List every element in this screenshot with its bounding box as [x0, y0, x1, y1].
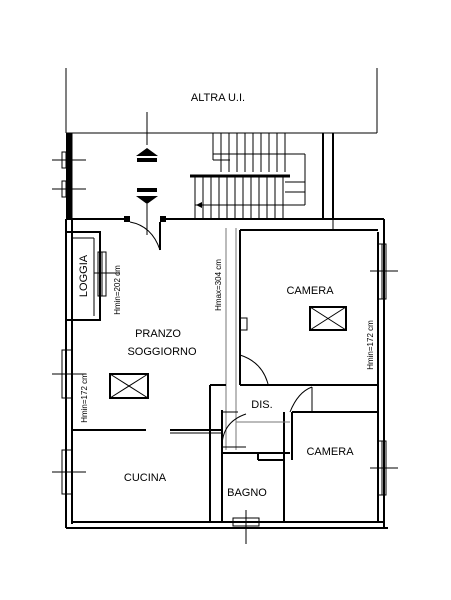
entrance-door	[124, 216, 166, 251]
room-camera-top: CAMERA Hmin=172 cm	[240, 243, 398, 386]
stair-direction-arrow	[196, 202, 212, 208]
label-pranzo: PRANZO	[135, 328, 181, 340]
window-soggiorno	[52, 349, 86, 399]
window-camera-right	[370, 440, 398, 496]
dim-soggiorno-height: Hmin=172 cm	[80, 373, 89, 423]
stair-treads-lower	[194, 176, 305, 219]
label-camera-right: CAMERA	[306, 446, 354, 458]
label-soggiorno: SOGGIORNO	[127, 346, 197, 358]
neighbor-unit: ALTRA U.I.	[65, 68, 378, 134]
interior-partitions	[72, 384, 378, 522]
window-camera-top	[370, 243, 398, 300]
level-down-marker	[136, 188, 158, 235]
window-loggia	[94, 251, 120, 297]
label-loggia: LOGGIA	[78, 254, 90, 297]
window-bagno	[232, 510, 260, 544]
dim-loggia-height: Hmin=202 cm	[113, 265, 122, 315]
label-cucina: CUCINA	[124, 472, 167, 484]
skylight-camera	[309, 306, 347, 331]
window-stair-upper	[52, 151, 86, 169]
stair-area	[52, 112, 384, 251]
door-swings	[221, 354, 313, 448]
label-altra-ui: ALTRA U.I.	[191, 92, 245, 104]
skylight-soggiorno	[109, 373, 149, 399]
room-cucina: CUCINA	[52, 449, 167, 495]
corridor-wall: Hmax=304 cm	[214, 228, 248, 450]
level-up-marker	[136, 112, 158, 162]
label-camera-top: CAMERA	[286, 285, 334, 297]
window-cucina	[52, 449, 86, 495]
room-camera-right: CAMERA	[306, 440, 398, 496]
label-dis: DIS.	[251, 399, 272, 411]
dim-camera-height: Hmin=172 cm	[366, 320, 375, 370]
room-bagno: BAGNO	[227, 487, 267, 544]
room-pranzo-soggiorno: PRANZO SOGGIORNO Hmin=172 cm	[52, 328, 197, 423]
dim-corridor-height: Hmax=304 cm	[214, 259, 223, 311]
stair-treads-upper	[212, 133, 306, 205]
loggia: LOGGIA Hmin=202 cm	[65, 231, 122, 321]
window-stair-lower	[52, 180, 86, 198]
label-bagno: BAGNO	[227, 487, 267, 499]
